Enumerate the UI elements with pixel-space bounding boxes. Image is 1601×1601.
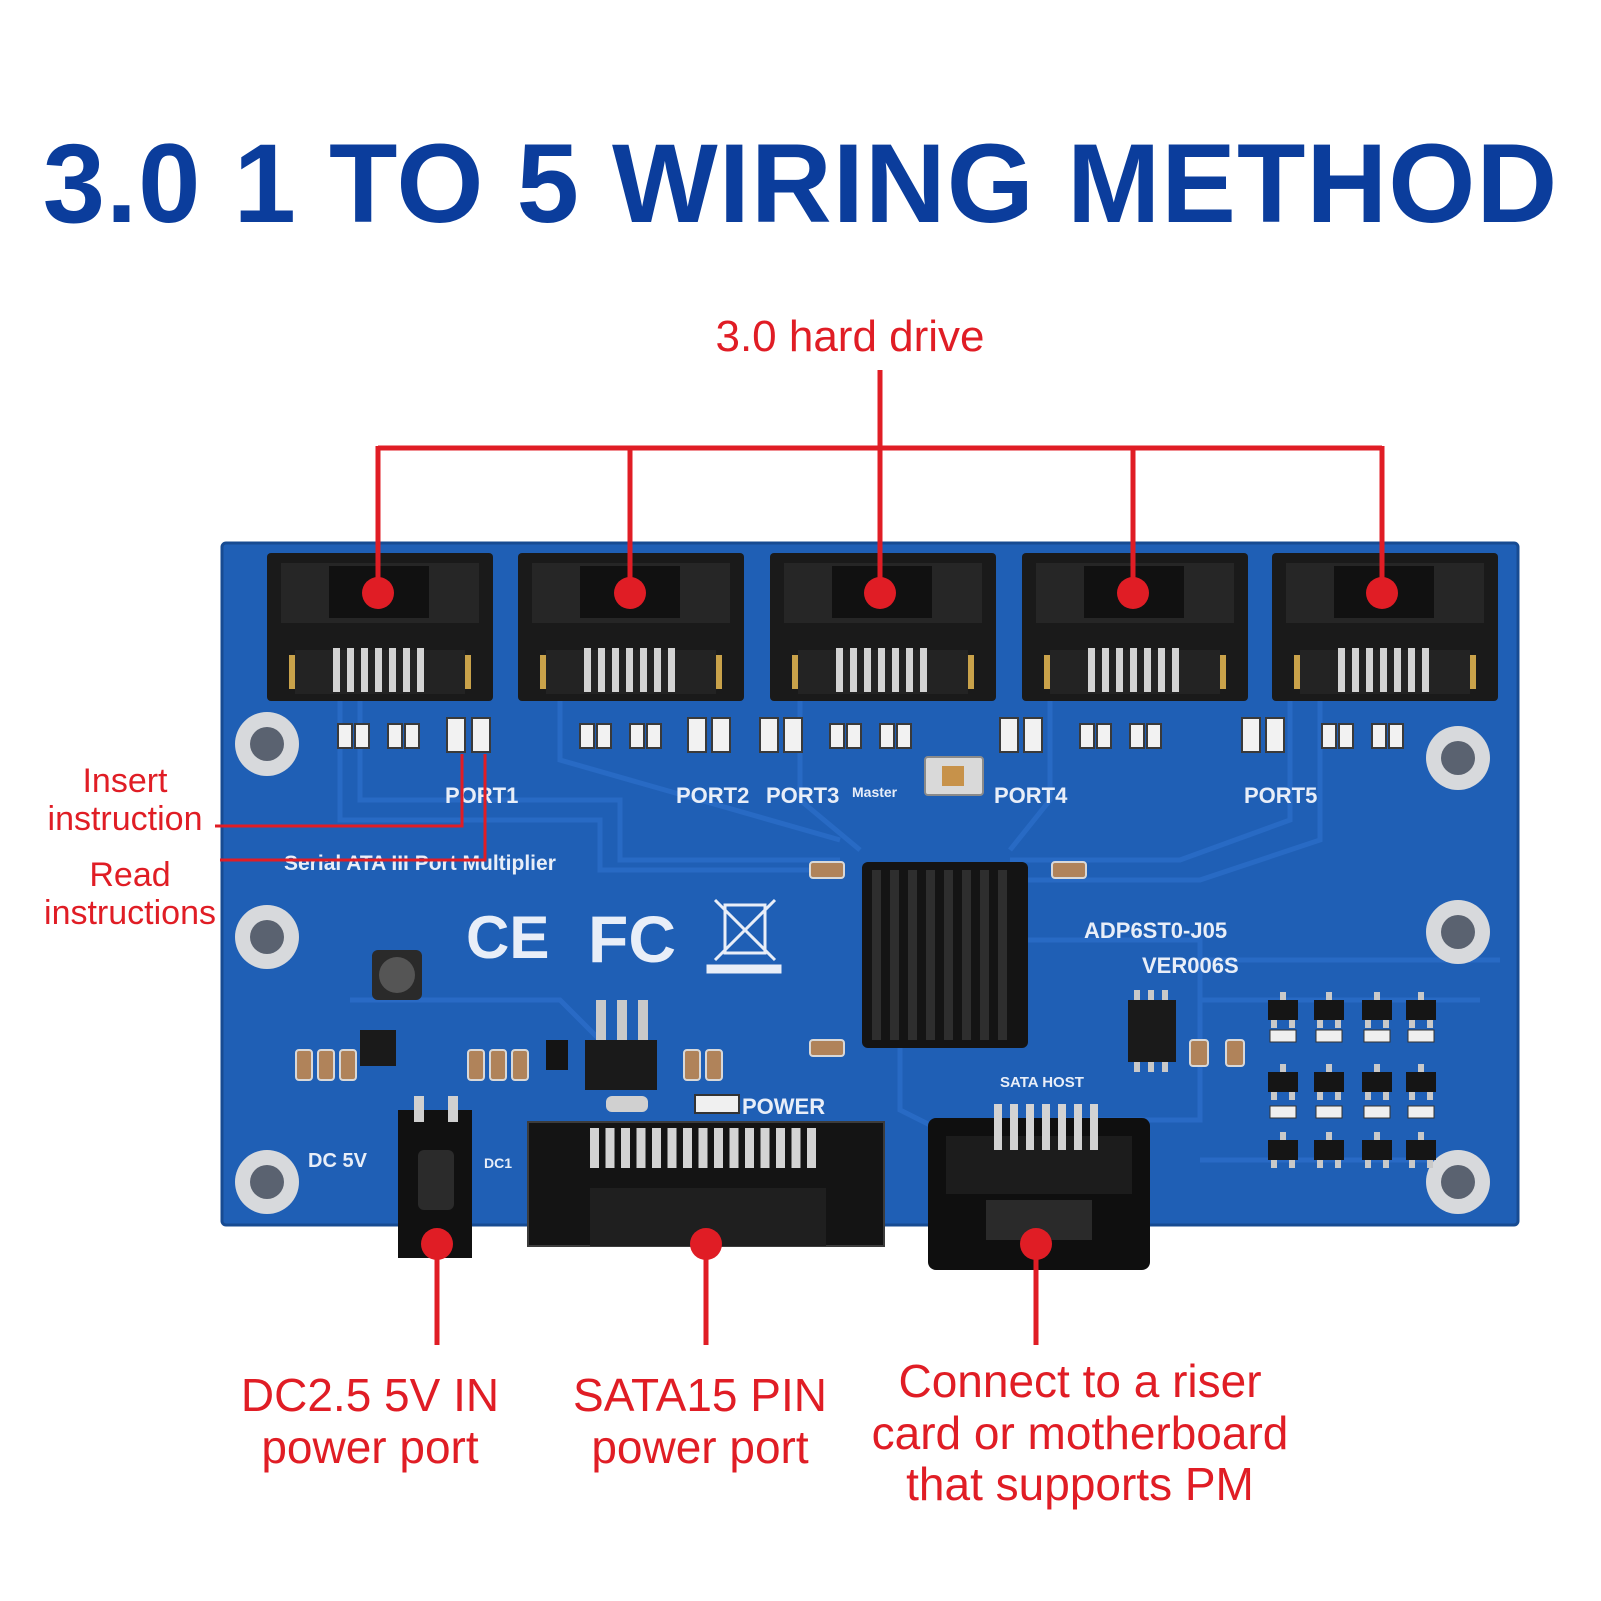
hole-icon xyxy=(1426,1150,1490,1214)
power-led xyxy=(694,1094,740,1114)
ce-mark: CE xyxy=(466,904,549,971)
callout-sata-host: Connect to a riser card or motherboard t… xyxy=(840,1355,1320,1511)
voltage-regulator xyxy=(360,1000,657,1112)
callout-text: Insert xyxy=(82,762,168,800)
transistor xyxy=(1314,1064,1344,1100)
callout-text: 3.0 hard drive xyxy=(715,312,985,361)
chip-description: Serial ATA III Port Multiplier xyxy=(284,852,556,875)
sata-data-connector xyxy=(770,553,996,701)
eeprom-chip xyxy=(1128,990,1176,1072)
callout-text: that supports PM xyxy=(906,1458,1254,1511)
callout-insert: Insert instruction xyxy=(30,762,220,838)
smd-components xyxy=(337,717,1404,753)
port-label: PORT1 xyxy=(445,783,518,808)
page-title: 3.0 1 TO 5 WIRING METHOD xyxy=(42,121,1559,246)
hole-icon xyxy=(235,905,299,969)
model-number: ADP6ST0-J05 xyxy=(1084,918,1227,943)
target-dot-icon xyxy=(421,1228,453,1260)
dc-label: DC 5V xyxy=(308,1150,368,1172)
target-dot-icon xyxy=(1020,1228,1052,1260)
hole-icon xyxy=(235,1150,299,1214)
callout-text: SATA15 PIN xyxy=(573,1369,827,1421)
callout-text: Read xyxy=(89,856,171,894)
power-label: POWER xyxy=(742,1094,825,1119)
target-dot-icon xyxy=(690,1228,722,1260)
callout-lines xyxy=(215,370,1385,1345)
transistor xyxy=(1362,1064,1392,1100)
fcc-mark: FC xyxy=(588,902,676,976)
port-label: PORT3 xyxy=(766,783,839,808)
target-dot-icon xyxy=(614,577,646,609)
transistor xyxy=(1268,1064,1298,1100)
transistor xyxy=(1406,992,1436,1028)
transistor xyxy=(1314,992,1344,1028)
sata-connectors xyxy=(267,553,1498,701)
transistor-array xyxy=(1268,992,1436,1168)
callout-text: instructions xyxy=(44,894,216,933)
hole-icon xyxy=(1426,726,1490,790)
capacitors xyxy=(809,861,1087,1057)
read-callout-line xyxy=(220,754,487,862)
callout-dots xyxy=(362,577,1398,1260)
target-dot-icon xyxy=(864,577,896,609)
hole-icon xyxy=(1426,900,1490,964)
sata-host-connector xyxy=(928,1104,1150,1270)
sata-data-connector xyxy=(1272,553,1498,701)
port-label: PORT2 xyxy=(676,783,749,808)
callout-text: Connect to a riser xyxy=(898,1355,1262,1407)
callout-read: Read instructions xyxy=(30,856,230,932)
callout-text: instruction xyxy=(47,800,203,839)
port-label: PORT5 xyxy=(1244,783,1317,808)
heatsink xyxy=(862,862,1028,1048)
target-dot-icon xyxy=(1366,577,1398,609)
transistor xyxy=(1362,1132,1392,1168)
passive-components xyxy=(295,1039,1245,1081)
target-dot-icon xyxy=(1117,577,1149,609)
callout-text: DC2.5 5V IN xyxy=(240,1369,500,1421)
mounting-holes xyxy=(235,712,1490,1214)
port-label: PORT4 xyxy=(994,783,1068,808)
transistor xyxy=(1268,1132,1298,1168)
inductor xyxy=(372,950,422,1000)
transistor xyxy=(1406,1132,1436,1168)
callout-dc-power: DC2.5 5V IN power port xyxy=(215,1369,525,1473)
insert-callout-line xyxy=(215,754,464,828)
transistor xyxy=(1314,1132,1344,1168)
callout-hard-drive: 3.0 hard drive xyxy=(600,312,1100,361)
hole-icon xyxy=(235,712,299,776)
target-dot-icon xyxy=(362,577,394,609)
weee-bin-icon xyxy=(706,898,782,974)
transistor xyxy=(1362,992,1392,1028)
dc1-label: DC1 xyxy=(484,1155,512,1171)
version-number: VER006S xyxy=(1142,953,1239,978)
transistor xyxy=(1268,992,1298,1028)
sata-host-label: SATA HOST xyxy=(1000,1074,1084,1091)
callout-text: power port xyxy=(591,1420,809,1473)
callout-text: power port xyxy=(261,1420,479,1473)
callout-text: card or motherboard xyxy=(871,1406,1289,1459)
transistor xyxy=(1406,1064,1436,1100)
master-label: Master xyxy=(852,784,898,800)
sata-power-connector xyxy=(527,1121,885,1247)
callout-sata-power: SATA15 PIN power port xyxy=(555,1369,845,1473)
